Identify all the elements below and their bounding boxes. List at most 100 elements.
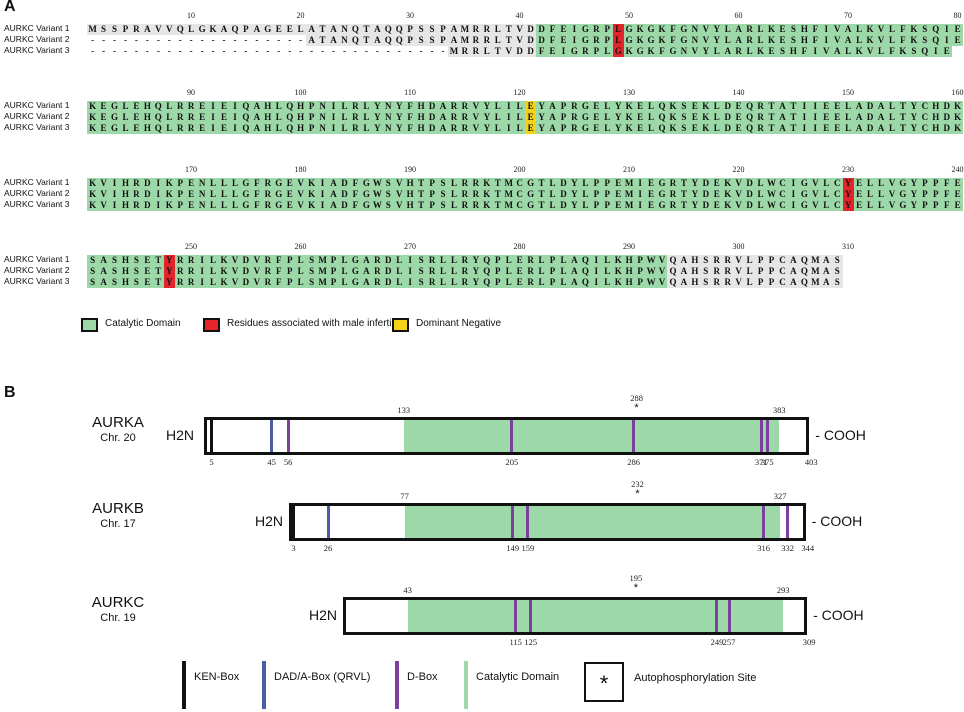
- residue: E: [831, 101, 843, 112]
- residue: Y: [481, 123, 493, 134]
- residue: P: [306, 112, 318, 123]
- residue: S: [919, 35, 931, 46]
- residue: I: [568, 35, 581, 46]
- residue: Q: [930, 24, 942, 35]
- residue: G: [349, 277, 362, 288]
- legend-label: Residues associated with male infertilit…: [227, 318, 404, 329]
- residue: Y: [568, 178, 581, 189]
- residue: R: [525, 266, 537, 277]
- residue: S: [108, 277, 121, 288]
- residue: P: [404, 35, 416, 46]
- residue: M: [503, 189, 515, 200]
- residue: Y: [711, 35, 723, 46]
- residue: L: [393, 266, 405, 277]
- residue: M: [316, 277, 329, 288]
- residue: K: [722, 200, 734, 211]
- residue: R: [371, 255, 383, 266]
- residue: A: [678, 277, 690, 288]
- residue: Y: [393, 123, 405, 134]
- residue: T: [678, 200, 690, 211]
- residue: P: [437, 24, 449, 35]
- residue: P: [754, 255, 767, 266]
- residue: E: [820, 101, 832, 112]
- mark-position-label: 316: [757, 543, 770, 553]
- residue: P: [492, 266, 504, 277]
- protein-name: AURKA: [92, 414, 144, 431]
- residue: T: [316, 35, 329, 46]
- residue: L: [448, 266, 460, 277]
- residue: Y: [689, 189, 701, 200]
- residue: K: [612, 266, 624, 277]
- residue: G: [579, 35, 591, 46]
- residue: P: [284, 255, 296, 266]
- residue: Q: [656, 112, 668, 123]
- residue: E: [711, 189, 723, 200]
- residue: R: [711, 255, 723, 266]
- residue: S: [415, 24, 427, 35]
- residue: G: [656, 200, 668, 211]
- ruler-tick-label: 140: [732, 88, 745, 97]
- residue: E: [218, 112, 230, 123]
- residue: L: [448, 200, 460, 211]
- residue: L: [645, 123, 657, 134]
- residue: K: [634, 35, 646, 46]
- residue: R: [174, 123, 186, 134]
- residue: A: [327, 178, 340, 189]
- residue: Q: [481, 277, 493, 288]
- residue: A: [437, 112, 449, 123]
- residue: R: [349, 112, 362, 123]
- residue: I: [152, 200, 164, 211]
- dbox-mark: [759, 420, 763, 452]
- residue: C: [514, 189, 526, 200]
- residue: H: [415, 112, 427, 123]
- residue: H: [295, 123, 307, 134]
- residue: R: [459, 123, 471, 134]
- residue: A: [546, 101, 559, 112]
- residue: D: [382, 277, 394, 288]
- residue: P: [601, 24, 613, 35]
- residue: P: [601, 178, 613, 189]
- residue: V: [809, 200, 821, 211]
- residue: L: [754, 200, 767, 211]
- residue: A: [875, 101, 887, 112]
- dbox-mark: [529, 600, 533, 632]
- residue: I: [196, 266, 208, 277]
- residue: -: [277, 35, 281, 45]
- residue: D: [426, 112, 438, 123]
- residue: F: [656, 46, 668, 57]
- residue: P: [174, 189, 186, 200]
- catalytic-domain: [407, 600, 784, 632]
- residue: A: [371, 35, 383, 46]
- residue: H: [262, 101, 274, 112]
- residue: V: [393, 200, 405, 211]
- residue: M: [316, 255, 329, 266]
- residue: P: [590, 189, 602, 200]
- residue: Q: [284, 101, 296, 112]
- ruler-tick-label: 180: [294, 165, 307, 174]
- residue: L: [218, 189, 230, 200]
- residue: E: [97, 112, 110, 123]
- residue: K: [667, 112, 679, 123]
- residue: L: [514, 101, 526, 112]
- residue: K: [207, 24, 219, 35]
- residue: R: [459, 266, 471, 277]
- mark-position-label: 45: [267, 457, 276, 467]
- residue: G: [262, 24, 274, 35]
- residue: E: [130, 123, 143, 134]
- variant-label: AURKC Variant 1: [4, 177, 70, 187]
- ruler-tick-label: 120: [513, 88, 526, 97]
- residue: V: [886, 178, 898, 189]
- residue: I: [229, 101, 241, 112]
- residue: I: [108, 200, 121, 211]
- residue: I: [941, 35, 953, 46]
- residue: S: [415, 277, 427, 288]
- residue: R: [722, 277, 734, 288]
- residue: V: [393, 178, 405, 189]
- residue: -: [277, 46, 281, 56]
- residue: G: [897, 189, 909, 200]
- residue: L: [437, 277, 449, 288]
- residue: G: [579, 24, 591, 35]
- residue: R: [568, 112, 581, 123]
- residue: Q: [656, 123, 668, 134]
- ruler-tick-label: 160: [951, 88, 964, 97]
